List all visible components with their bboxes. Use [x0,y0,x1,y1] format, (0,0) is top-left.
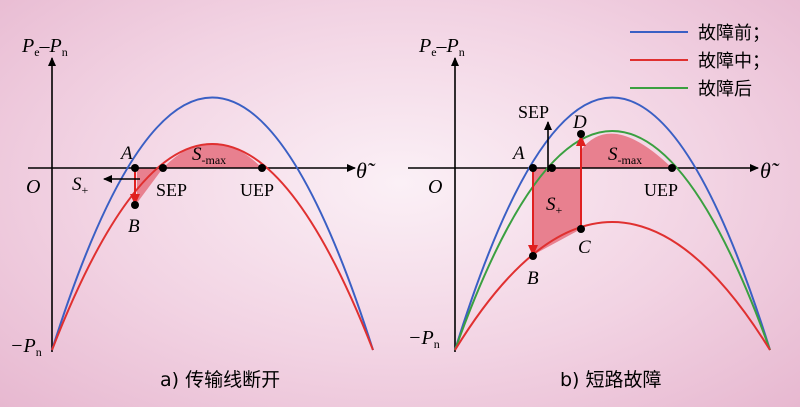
left-panel: Pe–Pn −Pn O θ̃ A B SEP UEP S+ S-max a) 传… [10,35,376,391]
right-label-s-max: S-max [608,144,642,167]
right-curve-after [454,130,771,351]
right-label-b: B [527,268,539,289]
left-curve-during [51,143,374,351]
right-point-b [529,252,537,260]
right-label-a: A [511,143,525,164]
legend-label-before: 故障前； [698,23,770,44]
right-origin-label: O [428,176,442,198]
right-curve-before [454,96,771,351]
right-point-a [529,164,537,172]
right-point-sep [548,164,556,172]
right-neg-label: −Pn [408,327,440,351]
left-origin-label: O [26,176,40,198]
left-curve-before [51,96,374,351]
right-caption: b) 短路故障 [560,369,662,391]
left-caption: a) 传输线断开 [160,369,280,391]
left-point-a [131,164,139,172]
left-label-b: B [128,216,140,237]
right-area-s-plus [533,168,581,255]
left-label-sep: SEP [156,180,187,200]
right-point-c [577,225,585,233]
legend-label-after: 故障后 [698,79,752,100]
right-panel: Pe–Pn −Pn O θ̃ A B C D SEP UEP S+ S-max … [408,35,780,391]
left-area-s-plus [137,168,163,203]
left-point-uep [258,164,266,172]
legend: 故障前； 故障中； 故障后 [630,23,770,100]
left-point-b [131,201,139,209]
right-curve-during [454,221,771,351]
right-label-c: C [578,237,591,258]
legend-label-during: 故障中； [698,51,770,72]
left-x-label: θ̃ [356,158,376,183]
right-point-uep [668,164,676,172]
left-label-s-plus: S+ [72,174,89,197]
right-label-uep: UEP [644,180,678,200]
left-label-uep: UEP [240,180,274,200]
right-label-s-plus: S+ [546,194,563,217]
left-label-s-max: S-max [192,144,226,167]
right-x-label: θ̃ [760,158,780,183]
right-y-label: Pe–Pn [418,35,465,59]
left-point-sep [159,164,167,172]
right-point-d [577,130,585,138]
left-label-a: A [119,143,133,164]
right-label-sep: SEP [518,102,549,122]
left-neg-label: −Pn [10,335,42,359]
left-y-label: Pe–Pn [21,35,68,59]
right-label-d: D [572,112,587,133]
